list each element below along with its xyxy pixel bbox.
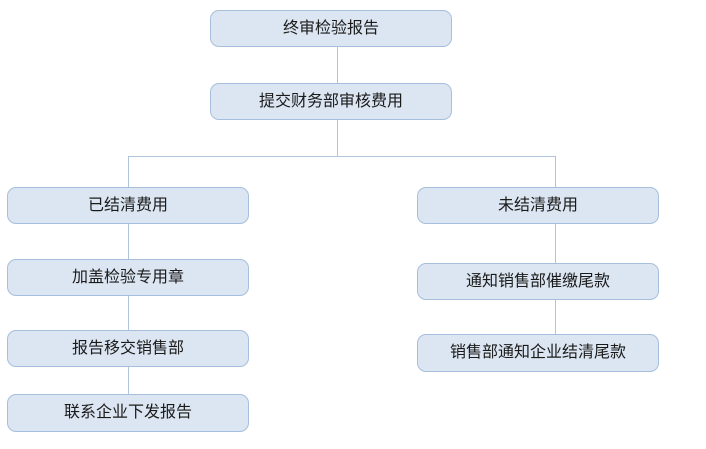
flow-node-sales-notify-settle: 销售部通知企业结清尾款 bbox=[417, 334, 659, 372]
connector-submit-to-junction bbox=[337, 120, 338, 156]
connector-settled-to-stamp bbox=[128, 224, 129, 259]
flow-node-unsettled-fees: 未结清费用 bbox=[417, 187, 659, 224]
connector-transfer-to-contact bbox=[128, 367, 129, 394]
connector-junction-horizontal bbox=[128, 156, 556, 157]
flow-node-contact-issue-report: 联系企业下发报告 bbox=[7, 394, 249, 432]
flow-node-transfer-sales: 报告移交销售部 bbox=[7, 330, 249, 367]
connector-notify-to-sales-notify bbox=[555, 300, 556, 334]
connector-junction-to-settled bbox=[128, 156, 129, 187]
flow-node-stamp-seal: 加盖检验专用章 bbox=[7, 259, 249, 296]
connector-stamp-to-transfer bbox=[128, 296, 129, 330]
flow-node-final-report: 终审检验报告 bbox=[210, 10, 452, 47]
connector-final-report-to-submit bbox=[337, 47, 338, 83]
flow-node-notify-collect-balance: 通知销售部催缴尾款 bbox=[417, 263, 659, 300]
connector-junction-to-unsettled bbox=[555, 156, 556, 187]
flow-node-settled-fees: 已结清费用 bbox=[7, 187, 249, 224]
connector-unsettled-to-notify bbox=[555, 224, 556, 263]
flow-node-submit-finance: 提交财务部审核费用 bbox=[210, 83, 452, 120]
